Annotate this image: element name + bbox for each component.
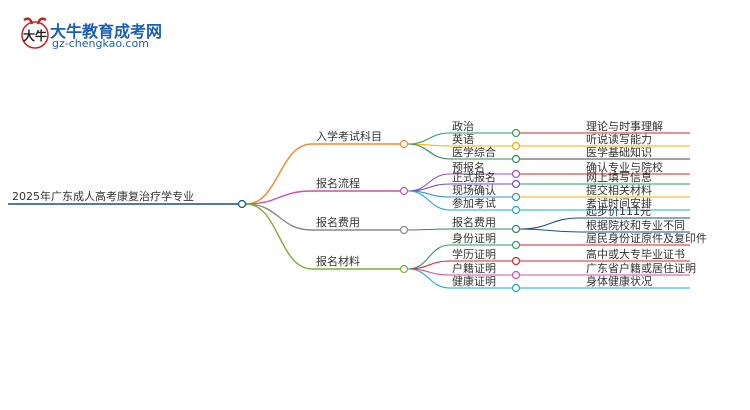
child-dot-0-0[interactable]	[511, 128, 521, 138]
child-dot-1-3[interactable]	[511, 205, 521, 215]
branch-label-1[interactable]: 报名流程	[316, 176, 360, 190]
leaf-label-1-1: 网上填写信息	[586, 170, 652, 184]
child-label-3-1[interactable]: 学历证明	[452, 247, 496, 261]
branch-link-3	[245, 203, 313, 270]
child-dot-3-1[interactable]	[511, 256, 521, 266]
branch-link-0	[245, 143, 313, 205]
child-label-1-0[interactable]: 预报名	[452, 160, 485, 174]
logo-url: gz-chengkao.com	[52, 37, 149, 50]
branch-label-0[interactable]: 入学考试科目	[316, 129, 382, 143]
child-dot-3-2[interactable]	[511, 270, 521, 280]
child-dot-1-1[interactable]	[511, 179, 521, 189]
site-logo[interactable]: 大牛	[18, 14, 168, 54]
child-dot-0-2[interactable]	[511, 154, 521, 164]
child-label-1-3[interactable]: 参加考试	[452, 196, 496, 210]
leaf-link-2-0-1	[519, 228, 581, 233]
leaf-label-3-0: 居民身份证原件及复印件	[586, 231, 707, 245]
logo-mark: 大牛	[23, 28, 47, 43]
child-dot-3-3[interactable]	[511, 283, 521, 293]
mind-map-links	[8, 132, 690, 289]
leaf-link-2-0-0	[519, 217, 581, 230]
child-dot-2-0[interactable]	[511, 224, 521, 234]
leaf-label-2-0-1: 根据院校和专业不同	[586, 218, 685, 232]
leaf-label-1-3: 考试时间安排	[586, 196, 652, 210]
leaf-label-0-0: 理论与时事理解	[586, 119, 663, 133]
branch-link-1	[245, 190, 313, 205]
leaf-label-3-3: 身体健康状况	[586, 274, 652, 288]
branch-link-2	[245, 203, 313, 231]
leaf-label-0-1: 听说读写能力	[586, 132, 652, 146]
child-link-0-2	[407, 143, 451, 160]
child-label-0-1[interactable]: 英语	[452, 132, 474, 146]
root-node-label[interactable]: 2025年广东成人高考康复治疗学专业	[12, 189, 194, 203]
child-link-1-0	[407, 173, 451, 192]
branch-label-3[interactable]: 报名材料	[316, 254, 360, 268]
branch-dot-1[interactable]	[399, 186, 409, 196]
child-link-0-0	[407, 132, 451, 145]
child-label-3-0[interactable]: 身份证明	[452, 231, 496, 245]
child-label-0-0[interactable]: 政治	[452, 119, 474, 133]
child-label-1-2[interactable]: 现场确认	[452, 183, 496, 197]
child-dot-1-0[interactable]	[511, 169, 521, 179]
leaf-label-1-2: 提交相关材料	[586, 183, 652, 197]
logo-title: 大牛教育成考网	[50, 22, 163, 41]
child-label-3-3[interactable]: 健康证明	[452, 274, 496, 288]
child-link-2-0	[407, 228, 451, 231]
branch-dot-0[interactable]	[399, 139, 409, 149]
child-dot-0-1[interactable]	[511, 141, 521, 151]
branch-label-2[interactable]: 报名费用	[316, 215, 360, 229]
root-node-dot[interactable]	[237, 199, 247, 209]
leaf-label-2-0-0: 起步价111元	[586, 205, 651, 218]
leaf-label-0-2: 医学基础知识	[586, 145, 652, 159]
child-dot-3-0[interactable]	[511, 240, 521, 250]
child-label-1-1[interactable]: 正式报名	[452, 170, 496, 184]
child-dot-1-2[interactable]	[511, 192, 521, 202]
leaf-label-3-2: 广东省户籍或居住证明	[586, 261, 696, 275]
branch-dot-2[interactable]	[399, 225, 409, 235]
child-label-3-2[interactable]: 户籍证明	[452, 261, 496, 275]
child-label-0-2[interactable]: 医学综合	[452, 145, 496, 159]
bull-logo-icon: 大牛	[21, 17, 49, 49]
branch-dot-3[interactable]	[399, 264, 409, 274]
leaf-label-3-1: 高中或大专毕业证书	[586, 247, 685, 261]
child-label-2-0[interactable]: 报名费用	[452, 215, 496, 229]
leaf-label-1-0: 确认专业与院校	[586, 160, 663, 174]
child-link-1-3	[407, 190, 451, 211]
child-link-3-3	[407, 268, 451, 289]
